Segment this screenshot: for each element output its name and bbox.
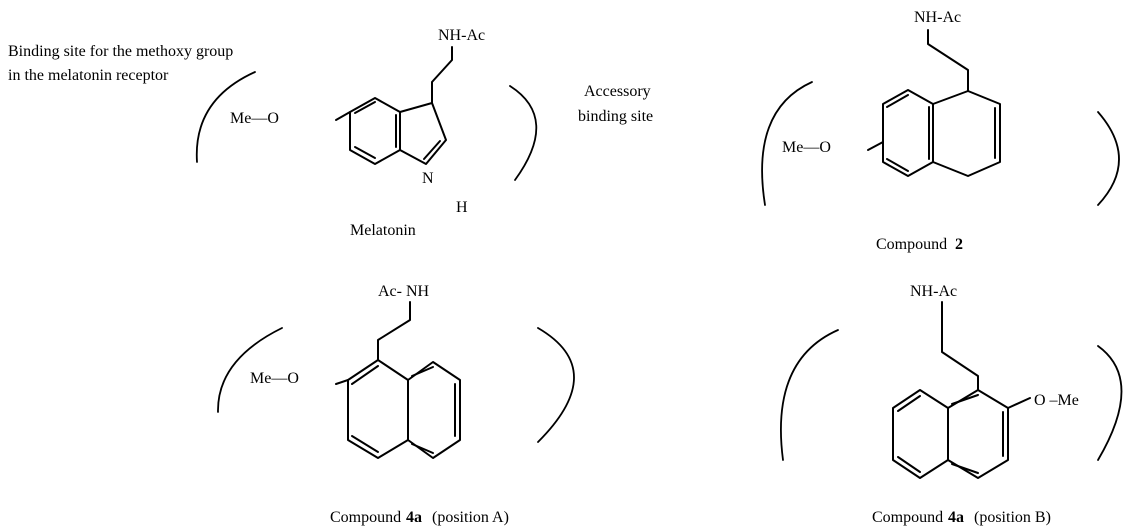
melatonin-side-chain	[431, 46, 453, 104]
compound-4a-a-right-bracket	[537, 327, 575, 443]
melatonin-structure: NH-Ac Me—O Accessory binding site N H Me…	[195, 27, 653, 239]
compound-4a-b-methoxy: O –Me	[1034, 392, 1079, 409]
melatonin-left-bracket	[195, 71, 256, 163]
compound-4a-b-side-chain	[941, 301, 979, 391]
binding-site-label-line1: Binding site for the methoxy group	[8, 43, 233, 60]
compound-4a-b-right-bracket	[1097, 345, 1123, 461]
compound-2-left-bracket	[761, 81, 813, 206]
compound-4a-a-caption-number: 4a	[406, 509, 422, 526]
compound-4a-a-left-bracket	[217, 327, 283, 413]
compound-2-caption-prefix: Compound	[876, 236, 947, 253]
compound-4a-b-ring-right	[947, 389, 1009, 479]
compound-2-methoxy: Me—O	[782, 139, 831, 156]
compound-4a-a-side-chain	[377, 301, 411, 361]
compound-4a-a-caption-prefix: Compound	[330, 509, 401, 526]
compound-2-right-bracket	[1097, 111, 1120, 206]
compound-4a-a-methoxy: Me—O	[250, 370, 299, 387]
compound-2-side-chain	[927, 29, 969, 92]
compound-2-ring-left	[882, 89, 934, 177]
accessory-site-label-line1: Accessory	[584, 83, 651, 100]
melatonin-h-atom: H	[456, 199, 468, 216]
melatonin-n-atom: N	[422, 170, 434, 187]
accessory-site-label-line2: binding site	[578, 108, 653, 125]
compound-4a-position-b-structure: NH-Ac O –Me Compound 4a (position B)	[780, 283, 1123, 526]
compound-2-caption-number: 2	[955, 236, 963, 253]
compound-4a-b-caption-suffix: (position B)	[974, 509, 1051, 526]
melatonin-pyrrole-ring	[399, 102, 447, 165]
binding-site-label-line2: in the melatonin receptor	[8, 67, 169, 84]
compound-4a-a-caption-suffix: (position A)	[432, 509, 509, 526]
compound-2-ring-right	[932, 90, 1001, 177]
melatonin-nh-ac: NH-Ac	[438, 27, 485, 44]
compound-4a-a-ac-nh: Ac- NH	[378, 283, 430, 300]
melatonin-methoxy: Me—O	[230, 110, 279, 127]
melatonin-caption: Melatonin	[350, 222, 416, 239]
compound-4a-position-a-structure: Ac- NH Me—O Compound 4a (position A)	[217, 283, 575, 526]
compound-4a-b-left-bracket	[780, 329, 839, 461]
compound-4a-a-ring-right	[407, 361, 461, 459]
compound-4a-b-caption-prefix: Compound	[872, 509, 943, 526]
compound-2-nh-ac: NH-Ac	[914, 9, 961, 26]
melatonin-right-bracket	[509, 85, 538, 181]
compound-4a-b-caption-number: 4a	[948, 509, 964, 526]
melatonin-benzene-ring	[349, 97, 401, 165]
compound-4a-b-ring-left	[892, 389, 949, 479]
compound-4a-b-nh-ac: NH-Ac	[910, 283, 957, 300]
compound-4a-a-ring-left	[347, 359, 409, 459]
compound-2-structure: NH-Ac Me—O Compound 2	[761, 9, 1120, 253]
